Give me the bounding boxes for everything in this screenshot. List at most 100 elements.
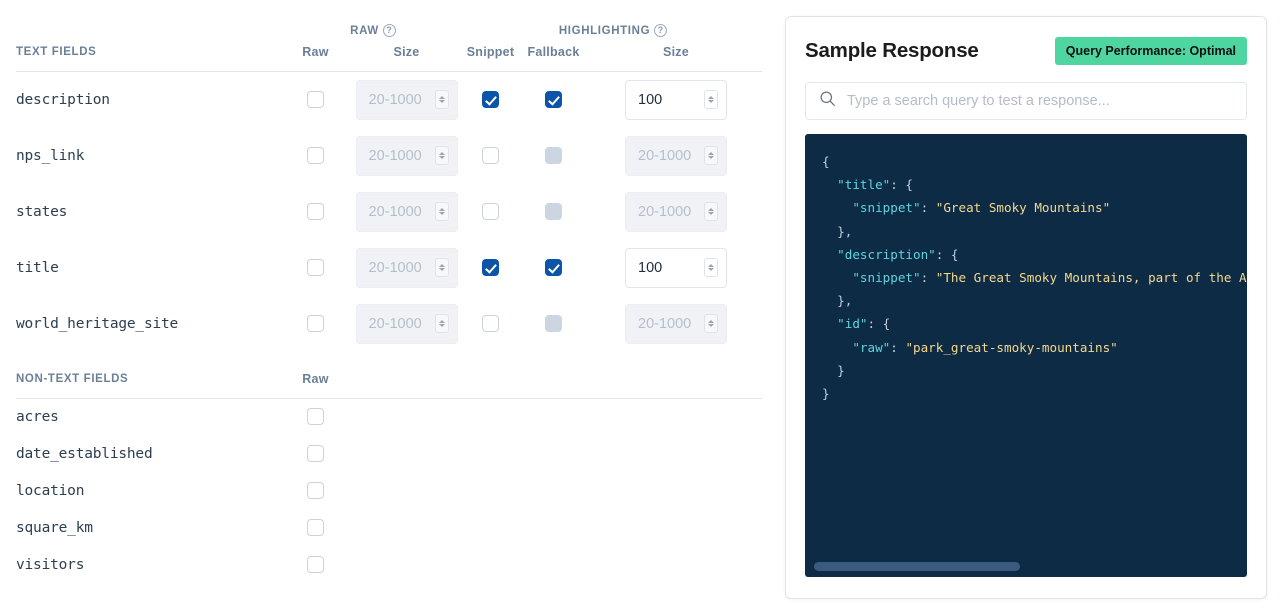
json-punct: : — [890, 339, 906, 355]
chevron-down-icon — [708, 324, 715, 327]
fallback-checkbox[interactable] — [545, 91, 563, 109]
fallback-toggle-cell — [517, 128, 590, 184]
raw-size-input: 20-1000 — [355, 191, 458, 232]
code-line: "title": { — [822, 177, 913, 192]
raw-checkbox[interactable] — [307, 518, 324, 536]
highlight-size-input: 20-1000 — [625, 135, 728, 176]
search-icon — [819, 90, 836, 112]
fallback-toggle-cell — [517, 184, 590, 240]
field-name-cell: description — [16, 91, 110, 108]
text-fields-body: description 20-1000 100 nps_link 20-1000 20-1… — [16, 72, 762, 352]
number-stepper-icon — [434, 90, 449, 110]
snippet-checkbox[interactable] — [482, 202, 500, 220]
empty-cell — [517, 546, 590, 583]
chevron-up-icon — [438, 320, 445, 323]
code-line: { — [822, 154, 830, 169]
field-name-cell: title — [16, 259, 59, 276]
snippet-checkbox[interactable] — [482, 314, 500, 332]
chevron-up-icon — [708, 152, 715, 155]
json-punct: : — [920, 270, 936, 286]
table-row: square_km — [16, 509, 762, 546]
fallback-checkbox — [545, 146, 563, 164]
raw-checkbox[interactable] — [307, 146, 324, 164]
chevron-down-icon — [438, 212, 445, 215]
json-string: "Great Smoky Mountains" — [935, 200, 1111, 216]
help-circle-icon[interactable]: ? — [654, 24, 668, 37]
raw-checkbox[interactable] — [307, 258, 324, 276]
empty-cell — [590, 546, 762, 583]
section-title-text-fields: TEXT FIELDS — [16, 43, 282, 72]
raw-size-input: 20-1000 — [355, 247, 458, 288]
raw-toggle-cell — [282, 398, 349, 435]
column-header-snippet: Snippet — [464, 43, 518, 72]
raw-checkbox[interactable] — [307, 481, 324, 499]
table-row: visitors — [16, 546, 762, 583]
code-line: "id": { — [822, 316, 890, 331]
raw-checkbox[interactable] — [307, 314, 324, 332]
group-highlighting: HIGHLIGHTING ? — [464, 0, 762, 43]
empty-cell — [517, 472, 590, 509]
raw-checkbox[interactable] — [307, 91, 324, 109]
chevron-down-icon — [708, 156, 715, 159]
scrollbar-thumb[interactable] — [814, 562, 1020, 571]
raw-checkbox[interactable] — [307, 444, 324, 462]
fallback-toggle-cell — [517, 72, 590, 128]
number-stepper-icon — [434, 258, 449, 277]
empty-cell — [464, 472, 517, 509]
number-stepper-icon — [434, 146, 449, 165]
raw-size-cell: 20-1000 — [349, 240, 464, 296]
snippet-checkbox[interactable] — [482, 258, 500, 276]
json-punct: { — [822, 154, 830, 169]
column-header-empty-3 — [517, 369, 590, 399]
raw-toggle-cell — [282, 472, 349, 509]
field-name-cell: location — [16, 482, 85, 499]
fallback-checkbox — [545, 202, 563, 220]
number-stepper-icon — [704, 202, 719, 221]
chevron-down-icon — [438, 100, 445, 104]
json-key: "snippet" — [852, 200, 921, 216]
size-value: 20-1000 — [638, 203, 692, 220]
number-stepper-icon[interactable] — [704, 258, 719, 277]
column-header-empty-2 — [464, 369, 517, 399]
chevron-down-icon — [438, 156, 445, 159]
search-query-box[interactable]: Type a search query to test a response..… — [805, 82, 1247, 120]
json-punct: } — [822, 386, 830, 402]
raw-checkbox[interactable] — [307, 202, 324, 220]
fallback-checkbox[interactable] — [545, 258, 563, 276]
group-raw: RAW ? — [282, 0, 464, 43]
highlight-size-cell: 100 — [590, 72, 762, 128]
number-stepper-icon — [434, 314, 449, 333]
sample-response-header: Sample Response Query Performance: Optim… — [805, 35, 1247, 67]
column-header-highlight-size: Size — [590, 43, 763, 72]
size-value: 20-1000 — [368, 91, 422, 108]
highlight-size-input[interactable]: 100 — [625, 247, 728, 288]
field-name-cell: nps_link — [16, 147, 85, 164]
number-stepper-icon[interactable] — [704, 90, 719, 110]
highlight-size-input[interactable]: 100 — [625, 79, 728, 120]
json-punct: }, — [837, 223, 853, 239]
chevron-up-icon — [708, 320, 715, 323]
table-row: title 20-1000 100 — [16, 240, 762, 296]
horizontal-scrollbar[interactable] — [814, 562, 1238, 571]
help-circle-icon[interactable]: ? — [382, 24, 396, 37]
json-punct: } — [837, 362, 845, 378]
status-badge[interactable]: Query Performance: Optimal — [1054, 37, 1247, 65]
snippet-checkbox[interactable] — [482, 91, 500, 109]
empty-cell — [464, 546, 517, 583]
empty-cell — [590, 472, 762, 509]
json-key: "raw" — [852, 339, 891, 355]
json-string: "The Great Smoky Mountains, part of the … — [935, 270, 1247, 286]
json-code-scroll-area: { "title": { "snippet": "Great Smoky Mou… — [805, 150, 1247, 555]
search-input[interactable]: Type a search query to test a response..… — [847, 93, 1110, 109]
raw-size-cell: 20-1000 — [349, 128, 464, 184]
raw-size-input: 20-1000 — [355, 79, 458, 120]
chevron-up-icon — [708, 96, 715, 100]
empty-cell — [349, 398, 464, 435]
table-row: date_established — [16, 435, 762, 472]
group-raw-label: RAW — [350, 24, 379, 37]
chevron-up-icon — [438, 96, 445, 100]
fallback-checkbox — [545, 314, 563, 332]
snippet-checkbox[interactable] — [482, 146, 500, 164]
raw-checkbox[interactable] — [307, 408, 324, 426]
raw-checkbox[interactable] — [307, 555, 324, 573]
